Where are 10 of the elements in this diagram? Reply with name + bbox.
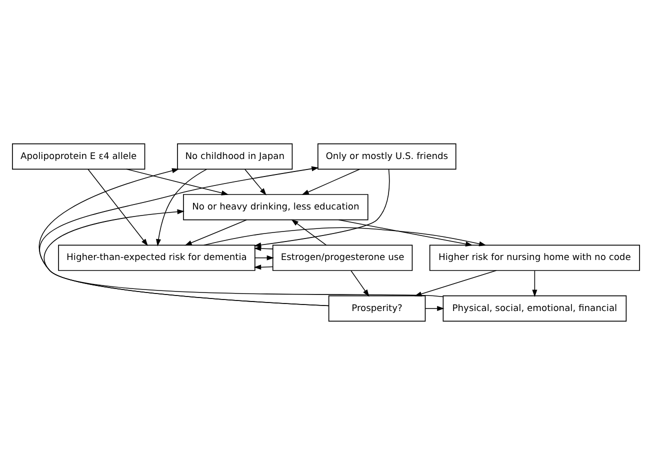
node-box: No childhood in Japan bbox=[177, 143, 293, 170]
arrow bbox=[350, 270, 370, 297]
node-box: Physical, social, emotional, financial bbox=[442, 295, 627, 322]
node-box: Only or mostly U.S. friends bbox=[317, 143, 456, 170]
arrow bbox=[338, 219, 473, 246]
node-box: Higher risk for nursing home with no code bbox=[429, 244, 640, 271]
node-box: Prosperity? bbox=[328, 295, 426, 322]
node-box: Apolipoprotein E ε4 allele bbox=[12, 143, 146, 170]
arrow bbox=[532, 270, 538, 297]
arrow bbox=[424, 306, 444, 312]
